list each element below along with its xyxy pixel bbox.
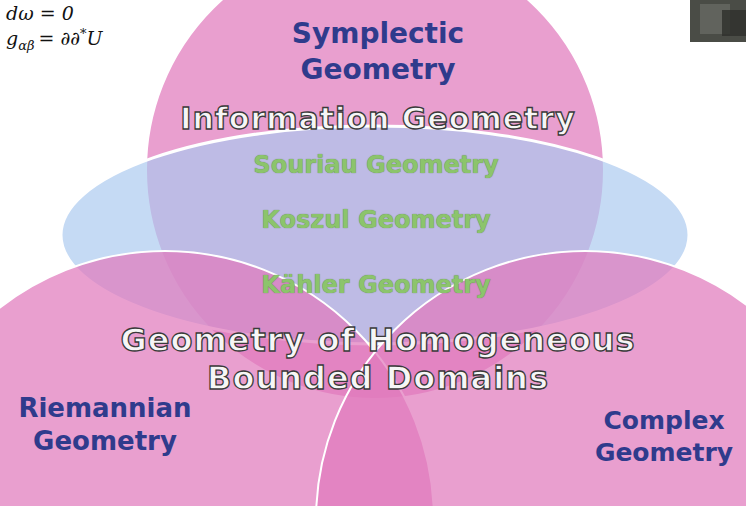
geometry-label: Kähler Geometry [261,270,490,301]
formula-line: gαβ = ∂∂*U [6,26,103,53]
formula: * [80,26,87,41]
geometry-label: Koszul Geometry [261,205,490,236]
formula: αβ [18,38,34,53]
formula: U [87,27,103,49]
formula-line: dω = 0 [6,2,74,24]
photo-fragment [690,0,746,42]
formula: g [6,27,18,49]
photo-fragment [722,10,746,36]
circle-title: Symplectic Geometry [292,16,464,88]
ellipse-title: Information Geometry [180,100,575,138]
circle-title: Riemannian Geometry [18,392,191,459]
domain-label: Geometry of Homogeneous Bounded Domains [78,322,678,398]
circle-title: Complex Geometry [595,405,733,469]
geometry-label: Souriau Geometry [253,150,498,181]
formula: = ∂∂ [38,27,80,49]
formula: dω = 0 [6,2,74,24]
